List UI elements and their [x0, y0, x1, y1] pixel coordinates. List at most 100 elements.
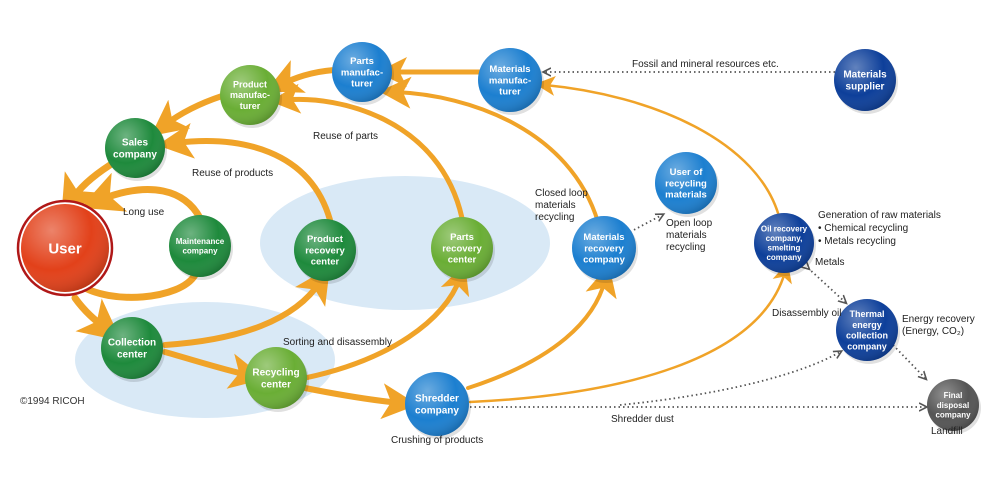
node-label-line: disposal [937, 401, 969, 410]
label-closed-loop-line: recycling [535, 212, 574, 223]
node-shading [405, 372, 469, 436]
node-shading [754, 213, 814, 273]
flow-user-to-maintenance [76, 271, 199, 301]
flow-parts-to-product-mfr [265, 60, 337, 93]
node-label-line: Parts [450, 232, 474, 243]
node-shading [101, 317, 163, 379]
flow-shredder-to-materials-recovery [466, 264, 617, 390]
label-chemical: • Chemical recycling [818, 223, 908, 234]
label-energy-recovery-line: Energy recovery [902, 314, 975, 325]
label-landfill: Landfill [931, 426, 963, 437]
node-shading [332, 42, 392, 102]
label-closed-loop-line: materials [535, 200, 576, 211]
node-shading [478, 48, 542, 112]
dotted-materials-recovery-to-user-of-recycling [629, 215, 662, 233]
label-metals-recycling: • Metals recycling [818, 236, 896, 247]
node-label-line: Recycling [252, 368, 299, 379]
node-label-line: supplier [846, 82, 885, 93]
label-reuse-parts: Reuse of parts [313, 131, 378, 142]
node-label-line: company, [766, 234, 803, 243]
node-label-line: User [48, 240, 82, 257]
flow-parts-recovery-to-product-mfr [270, 83, 465, 221]
node-label-line: company [766, 253, 802, 262]
node-label-line: recovery [584, 243, 624, 254]
label-long-use: Long use [123, 207, 165, 218]
node-label-line: smelting [768, 244, 801, 253]
node-shading [572, 216, 636, 280]
flow-shredder-to-oil-recovery [468, 262, 792, 404]
node-shading [169, 215, 231, 277]
node-shading [294, 219, 356, 281]
label-generation: Generation of raw materials [818, 210, 941, 221]
node-label-line: collection [846, 331, 888, 341]
label-open-loop-line: recycling [666, 242, 705, 253]
node-label-line: center [261, 380, 291, 391]
label-reuse-products: Reuse of products [192, 168, 273, 179]
copyright: ©1994 RICOH [20, 396, 85, 407]
flow-user-to-collection [71, 294, 122, 342]
node-shading [220, 65, 280, 125]
dotted-oil-to-thermal [808, 268, 845, 302]
node-shading [21, 204, 109, 292]
node-label-line: manufac- [341, 67, 383, 78]
node-label-line: manufac- [489, 75, 531, 86]
node-label-line: Materials [583, 232, 624, 243]
flow-maintenance-to-user [80, 172, 204, 222]
flow-materials-recovery-to-parts-mfr [379, 76, 600, 224]
node-label-line: recycling [665, 178, 707, 189]
flow-product-mfr-to-sales [150, 93, 225, 136]
dotted-shredder-to-thermal [619, 352, 840, 406]
node-shading [655, 152, 717, 214]
node-label-line: Parts [350, 56, 374, 67]
node-label-line: company [583, 255, 625, 266]
node-label-line: materials [665, 190, 707, 201]
node-label-line: Shredder [415, 394, 459, 405]
label-disassembly-oil: Disassembly oil [772, 308, 841, 319]
node-label-line: Collection [108, 338, 156, 349]
node-label-line: Product [233, 79, 267, 89]
node-shading [105, 118, 165, 178]
node-label-line: energy [852, 320, 882, 330]
node-shading [431, 217, 493, 279]
flow-collection-to-product-recovery [162, 266, 330, 348]
node-label-line: company [935, 410, 971, 419]
label-sorting: Sorting and disassembly [283, 337, 392, 348]
node-label: User [48, 240, 82, 257]
flow-product-recovery-to-sales [157, 122, 333, 223]
node-label-line: turer [351, 79, 373, 90]
dotted-thermal-to-final [892, 344, 925, 378]
node-label-line: Oil recovery [761, 224, 808, 233]
node-label-line: Maintenance [176, 237, 225, 246]
flow-recycling-to-parts-recovery [302, 263, 470, 381]
label-crushing: Crushing of products [391, 435, 483, 446]
label-closed-loop: Closed loop materials recycling [535, 188, 591, 223]
label-fossil: Fossil and mineral resources etc. [632, 59, 779, 70]
label-open-loop-line: Open loop [666, 218, 713, 229]
node-label-line: recovery [305, 245, 345, 256]
node-label-line: center [448, 255, 477, 266]
